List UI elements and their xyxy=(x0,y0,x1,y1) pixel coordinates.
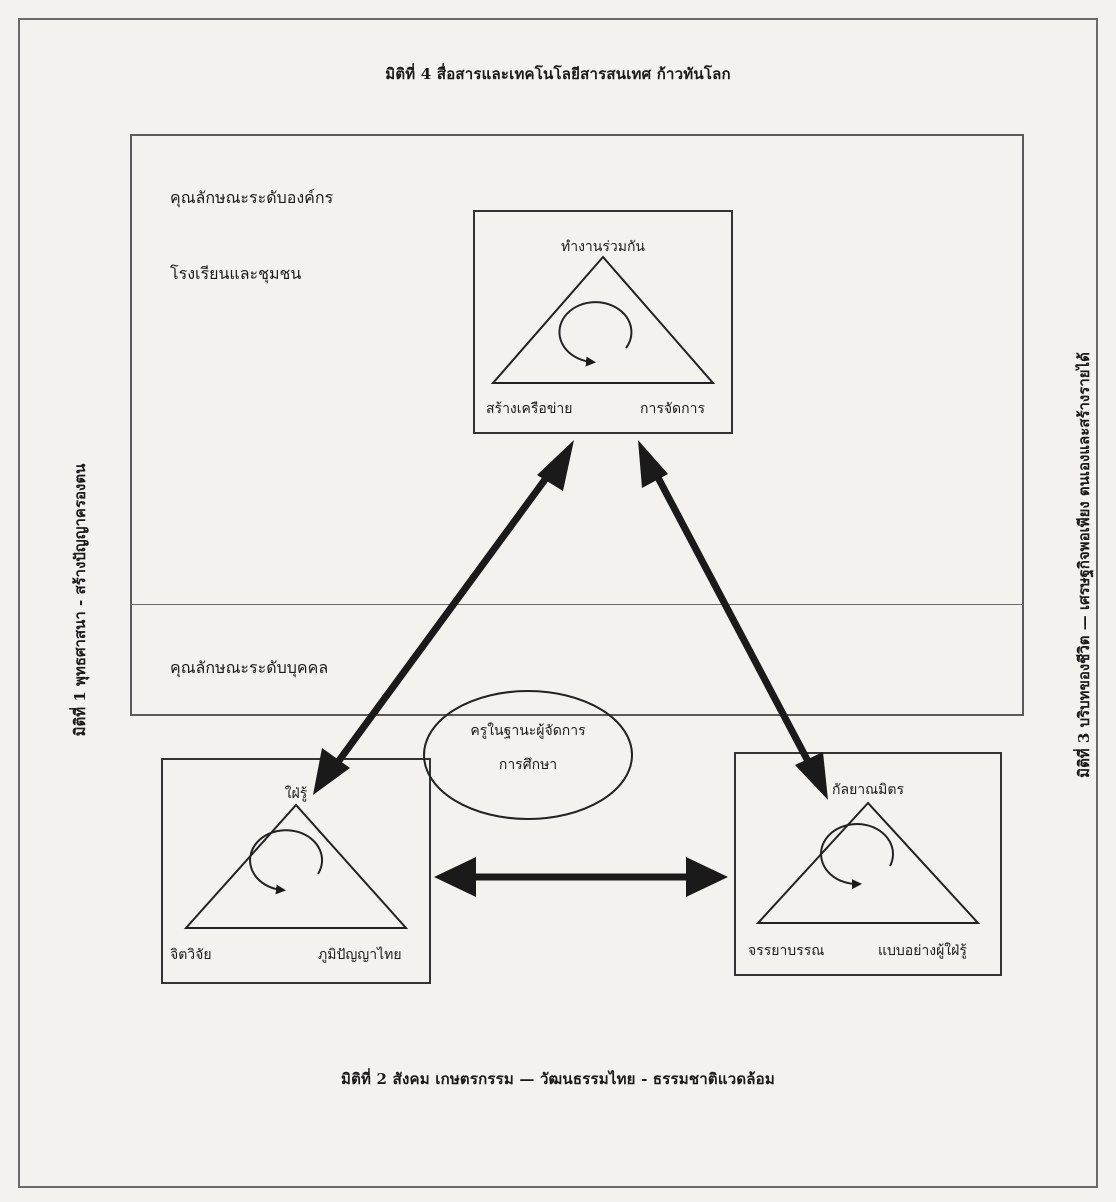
organization-level-label: คุณลักษณะระดับองค์กร xyxy=(170,188,334,207)
node-bottom-left-right: ภูมิปัญญาไทย xyxy=(318,947,402,963)
node-bottom-right-apex: กัลยาณมิตร xyxy=(832,782,904,798)
node-top-apex: ทำงานร่วมกัน xyxy=(560,239,646,255)
level-divider xyxy=(130,604,1024,605)
node-box-bottom-left xyxy=(161,758,431,984)
center-label-line1: ครูในฐานะผู้จัดการ xyxy=(470,723,586,739)
node-top-left: สร้างเครือข่าย xyxy=(486,401,573,417)
dimension-4-label: มิติที่ 4 สื่อสารและเทคโนโลยีสารสนเทศ ก้… xyxy=(385,65,731,83)
node-box-bottom-right xyxy=(734,752,1002,976)
center-label-line2: การศึกษา xyxy=(498,757,558,773)
center-ellipse xyxy=(423,690,633,820)
node-bottom-left-apex: ใฝ่รู้ xyxy=(284,786,308,802)
cycle-arrow-icon-bottom-right xyxy=(820,823,894,890)
dimension-2-label: มิติที่ 2 สังคม เกษตรกรรม — วัฒนธรรมไทย … xyxy=(341,1070,775,1088)
connector-top-bottom-right xyxy=(638,440,828,800)
inner-frame xyxy=(130,134,1024,716)
node-top-right: การจัดการ xyxy=(640,401,706,417)
outer-frame xyxy=(18,18,1098,1188)
node-bottom-right-right: แบบอย่างผู้ใฝ่รู้ xyxy=(878,943,967,959)
school-community-label: โรงเรียนและชุมชน xyxy=(170,264,302,283)
individual-level-label: คุณลักษณะระดับบุคคล xyxy=(170,658,329,677)
triangle-top xyxy=(490,255,716,384)
triangle-bottom-left xyxy=(183,803,409,929)
triangle-bottom-right xyxy=(755,801,981,924)
connector-bottom-left-bottom-right xyxy=(434,857,728,897)
connector-top-bottom-left xyxy=(313,440,574,795)
node-box-top xyxy=(473,210,733,434)
node-bottom-right-left: จรรยาบรรณ xyxy=(748,943,825,959)
cycle-arrow-icon-top xyxy=(558,301,633,367)
node-bottom-left-left: จิตวิจัย xyxy=(170,947,212,963)
cycle-arrow-icon-bottom-left xyxy=(249,829,323,895)
